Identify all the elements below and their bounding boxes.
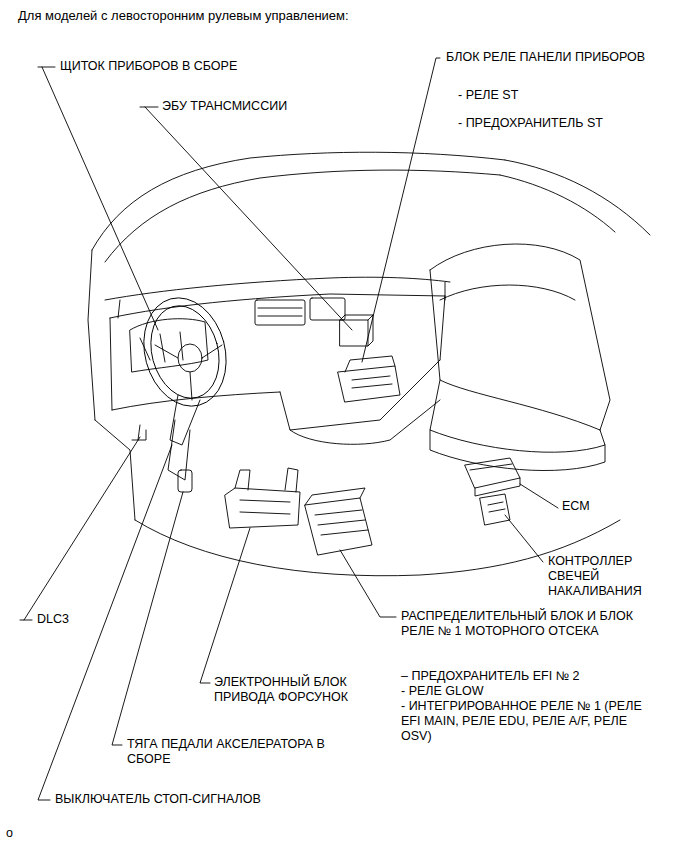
part-label: ECM bbox=[562, 499, 590, 514]
part-sublabel: – ПРЕДОХРАНИТЕЛЬ EFI № 2 bbox=[401, 669, 580, 684]
part-label: ТЯГА ПЕДАЛИ АКСЕЛЕРАТОРА В СБОРЕ bbox=[127, 737, 342, 767]
part-label: ЭЛЕКТРОННЫЙ БЛОК ПРИВОДА ФОРСУНОК bbox=[214, 675, 364, 705]
part-label: ЩИТОК ПРИБОРОВ В СБОРЕ bbox=[60, 59, 237, 74]
diagram-title: Для моделей с левосторонним рулевым упра… bbox=[18, 8, 349, 23]
part-label: РАСПРЕДЕЛИТЕЛЬНЫЙ БЛОК И БЛОК РЕЛЕ № 1 М… bbox=[401, 609, 663, 639]
part-sublabel: - РЕЛЕ GLOW bbox=[401, 684, 484, 699]
part-sublabel: - ИНТЕГРИРОВАННОЕ РЕЛЕ № 1 (РЕЛЕ EFI MAI… bbox=[401, 699, 656, 744]
part-label: ВЫКЛЮЧАТЕЛЬ СТОП-СИГНАЛОВ bbox=[55, 792, 261, 807]
part-label: ЭБУ ТРАНСМИССИИ bbox=[162, 99, 287, 114]
part-sublabel: - ПРЕДОХРАНИТЕЛЬ ST bbox=[458, 116, 603, 131]
part-sublabel: - РЕЛЕ ST bbox=[458, 88, 518, 103]
part-label: DLC3 bbox=[37, 612, 69, 627]
part-label: КОНТРОЛЛЕР СВЕЧЕЙ НАКАЛИВАНИЯ bbox=[548, 554, 648, 599]
stray-mark: o bbox=[6, 826, 13, 841]
part-label: БЛОК РЕЛЕ ПАНЕЛИ ПРИБОРОВ bbox=[446, 50, 645, 65]
